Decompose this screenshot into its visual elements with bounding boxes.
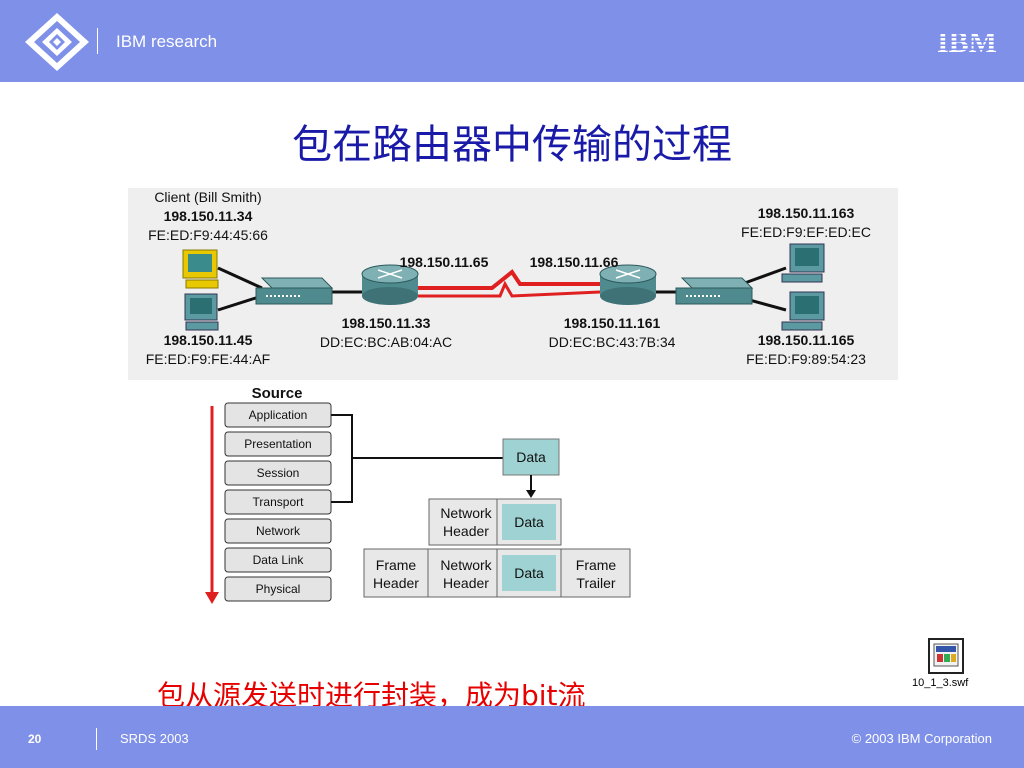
osi-layer: Network <box>224 518 332 544</box>
osi-layer: Presentation <box>224 431 332 457</box>
footer-bar: 20 SRDS 2003 © 2003 IBM Corporation <box>0 706 1024 768</box>
layer-label: Presentation <box>244 437 311 451</box>
header-bar: IBM research IBM <box>0 0 1024 82</box>
copyright: © 2003 IBM Corporation <box>851 731 992 746</box>
client-name: Client (Bill Smith) <box>154 189 261 205</box>
footer-divider <box>96 728 97 750</box>
layer-label: Transport <box>253 495 305 509</box>
osi-layer: Transport <box>224 489 332 515</box>
host-ip: 198.150.11.165 <box>758 332 855 348</box>
arrow-head-icon <box>205 592 219 604</box>
cable <box>217 294 263 312</box>
router-lan-mac: DD:EC:BC:43:7B:34 <box>549 334 676 350</box>
page-number: 20 <box>28 732 42 746</box>
osi-layer: Physical <box>224 576 332 602</box>
layer-label: Session <box>257 466 300 480</box>
data-label: Data <box>514 565 544 581</box>
arrow-head-icon <box>526 490 536 498</box>
page-title: 包在路由器中传输的过程 <box>292 122 732 168</box>
pc-icon <box>781 291 825 331</box>
router-icon <box>361 264 419 305</box>
cable <box>217 266 263 290</box>
data-label: Data <box>514 514 544 530</box>
pc-icon <box>781 243 825 283</box>
header-divider <box>97 28 98 54</box>
serial-link <box>418 280 601 298</box>
layer-label: Network <box>256 524 301 538</box>
switch-icon <box>675 277 754 305</box>
frame-trailer-label: Frame <box>576 557 617 573</box>
switch-icon <box>255 277 334 305</box>
network-header-label: Network <box>440 505 492 521</box>
routing-diagram: Client (Bill Smith) 198.150.11.34 FE:ED:… <box>128 188 898 604</box>
event-label: SRDS 2003 <box>120 731 189 746</box>
client-mac: FE:ED:F9:44:45:66 <box>148 227 268 243</box>
host-mac: FE:ED:F9:FE:44:AF <box>146 351 270 367</box>
frame-trailer-label: Trailer <box>576 575 615 591</box>
layer-label: Application <box>249 408 308 422</box>
pc-icon <box>184 293 219 331</box>
router-wan-ip: 198.150.11.66 <box>530 254 619 270</box>
packet: Network Header Data <box>428 498 562 546</box>
network-header-label: Header <box>443 523 489 539</box>
layer-label: Physical <box>256 582 301 596</box>
ibm-logo-icon: IBM <box>937 26 997 56</box>
frame: Frame Header Network Header Data Frame T… <box>363 548 631 598</box>
network-header-label: Header <box>443 575 489 591</box>
swf-file-icon[interactable] <box>928 638 964 674</box>
frame-header-label: Header <box>373 575 419 591</box>
frame-header-label: Frame <box>376 557 417 573</box>
router-lan-ip: 198.150.11.161 <box>564 315 661 331</box>
host-mac: FE:ED:F9:89:54:23 <box>746 351 866 367</box>
layer-bracket <box>331 414 353 503</box>
brand-label: IBM research <box>116 32 218 51</box>
cable <box>741 266 787 286</box>
host-ip: 198.150.11.45 <box>164 332 253 348</box>
swf-file-label[interactable]: 10_1_3.swf <box>912 677 969 689</box>
router-lan-mac: DD:EC:BC:AB:04:AC <box>320 334 452 350</box>
data-label: Data <box>516 449 546 465</box>
client-pc-icon <box>182 249 219 289</box>
host-ip: 198.150.11.163 <box>758 205 855 221</box>
router-lan-ip: 198.150.11.33 <box>342 315 431 331</box>
network-header-label: Network <box>440 557 492 573</box>
host-mac: FE:ED:F9:EF:ED:EC <box>741 224 871 240</box>
layer-label: Data Link <box>253 553 305 567</box>
osi-layer: Data Link <box>224 547 332 573</box>
router-wan-ip: 198.150.11.65 <box>400 254 489 270</box>
osi-layer: Session <box>224 460 332 486</box>
svg-text:IBM: IBM <box>937 26 997 56</box>
osi-layer: Application <box>224 402 332 428</box>
router-icon <box>599 264 657 305</box>
client-ip: 198.150.11.34 <box>164 208 253 224</box>
source-label: Source <box>252 385 303 402</box>
data-box: Data <box>502 438 560 476</box>
serial-link <box>418 269 600 290</box>
ibm-research-logo-icon <box>25 13 89 71</box>
